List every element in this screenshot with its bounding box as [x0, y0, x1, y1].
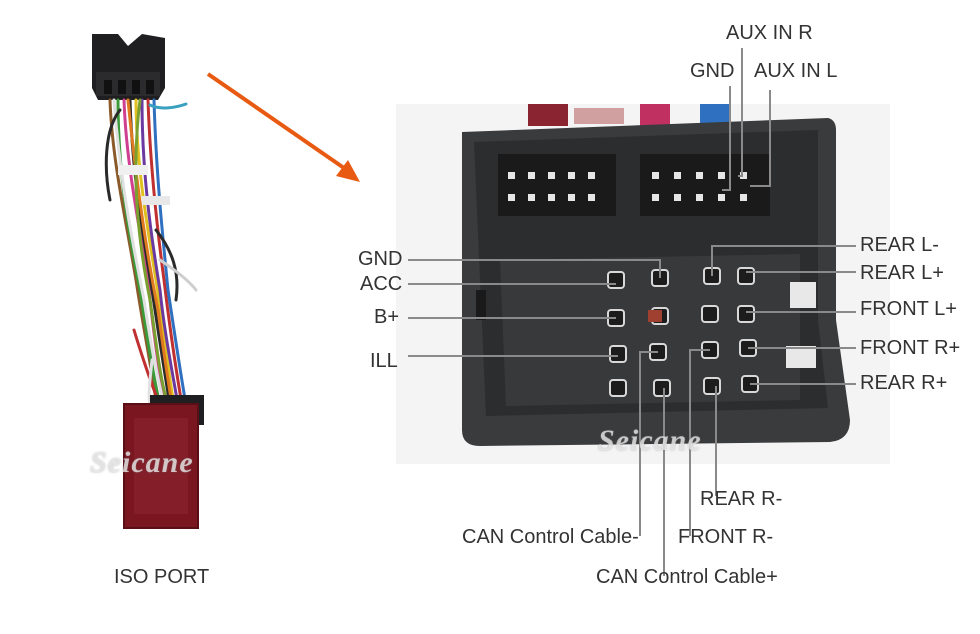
watermark-left: Seicane [90, 446, 194, 479]
iso-port-caption: ISO PORT [114, 566, 210, 588]
label-ill: ILL [370, 350, 398, 372]
label-can-control-plus: CAN Control Cable+ [596, 566, 778, 588]
label-gnd-left: GND [358, 248, 403, 270]
harness-can-box [123, 403, 199, 529]
label-rear-r-plus: REAR R+ [860, 372, 948, 394]
label-rear-l-plus: REAR L+ [860, 262, 944, 284]
label-gnd-top: GND [690, 60, 735, 82]
harness-tape-label-2 [142, 196, 170, 205]
label-can-control-minus: CAN Control Cable- [462, 526, 639, 548]
harness-top-plug [92, 34, 165, 100]
label-front-r-minus: FRONT R- [678, 526, 774, 548]
label-rear-l-minus: REAR L- [860, 234, 939, 256]
label-b-plus: B+ [374, 306, 400, 328]
label-acc: ACC [360, 273, 403, 295]
connector-rear-wires [528, 104, 730, 126]
connector-red-pin [648, 310, 662, 322]
label-aux-in-r: AUX IN R [726, 22, 813, 44]
label-front-l-plus: FRONT L+ [860, 298, 957, 320]
harness-wire-bundle [104, 98, 198, 407]
label-aux-in-l: AUX IN L [754, 60, 838, 82]
label-front-r-plus: FRONT R+ [860, 337, 961, 359]
pointer-arrow [206, 72, 360, 182]
leader-lines [408, 48, 856, 576]
harness-tape-label [118, 165, 148, 175]
watermark-right: Seicane [598, 424, 702, 457]
connector-top-terminals [508, 172, 747, 201]
label-rear-r-minus: REAR R- [700, 488, 783, 510]
